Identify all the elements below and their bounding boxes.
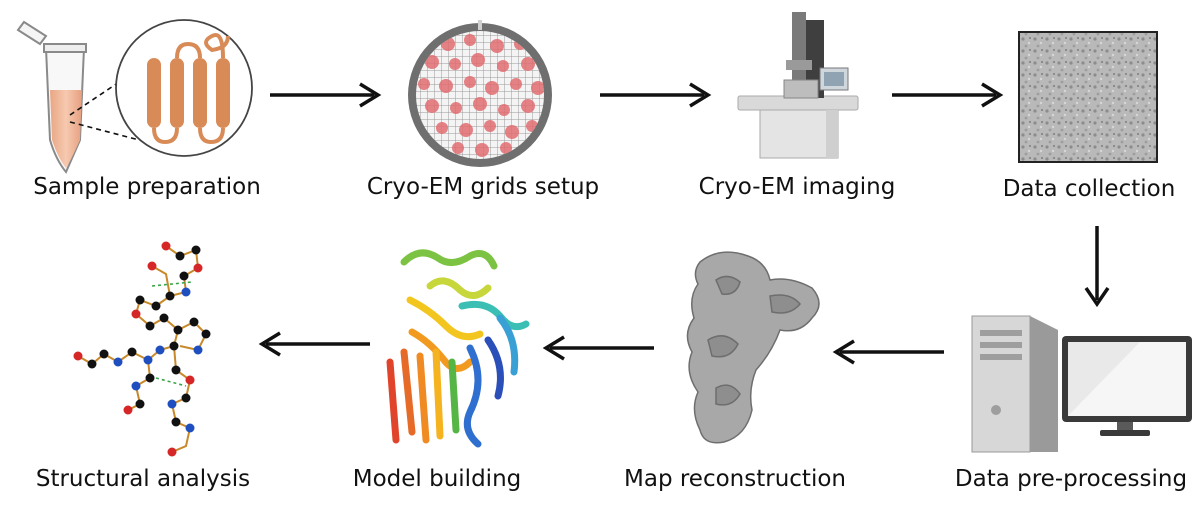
tube-lid bbox=[16, 20, 48, 46]
step-label-data-collection: Data collection bbox=[1002, 176, 1176, 202]
density-map-illustration bbox=[686, 251, 820, 444]
step-label-sample-preparation: Sample preparation bbox=[33, 174, 261, 200]
arrow-left-2 bbox=[542, 335, 654, 361]
step-label-data-preprocessing: Data pre-processing bbox=[954, 466, 1188, 492]
step-label-model-building: Model building bbox=[352, 466, 522, 492]
computer-workstation-icon bbox=[971, 315, 1192, 453]
arrow-down bbox=[1084, 226, 1110, 308]
sample-preparation-illustration bbox=[16, 19, 253, 174]
ligand-interaction-diagram bbox=[73, 241, 211, 457]
step-label-structural-analysis: Structural analysis bbox=[35, 466, 251, 492]
arrow-right-1 bbox=[270, 82, 382, 108]
tube-sample-liquid bbox=[50, 90, 82, 168]
micrograph-image bbox=[1018, 31, 1158, 163]
arrow-left-1 bbox=[832, 339, 944, 365]
arrow-left-3 bbox=[258, 331, 370, 357]
arrow-right-2 bbox=[600, 82, 712, 108]
protein-ribbon-model bbox=[386, 249, 530, 448]
step-label-map-reconstruction: Map reconstruction bbox=[624, 466, 846, 492]
cryo-em-grid-illustration bbox=[408, 20, 552, 167]
arrow-right-3 bbox=[892, 82, 1004, 108]
transmembrane-protein-icon bbox=[147, 33, 230, 145]
step-label-grids-setup: Cryo-EM grids setup bbox=[366, 174, 600, 200]
step-label-imaging: Cryo-EM imaging bbox=[698, 174, 896, 200]
sample-particles bbox=[418, 34, 544, 157]
electron-microscope-icon bbox=[737, 12, 859, 159]
